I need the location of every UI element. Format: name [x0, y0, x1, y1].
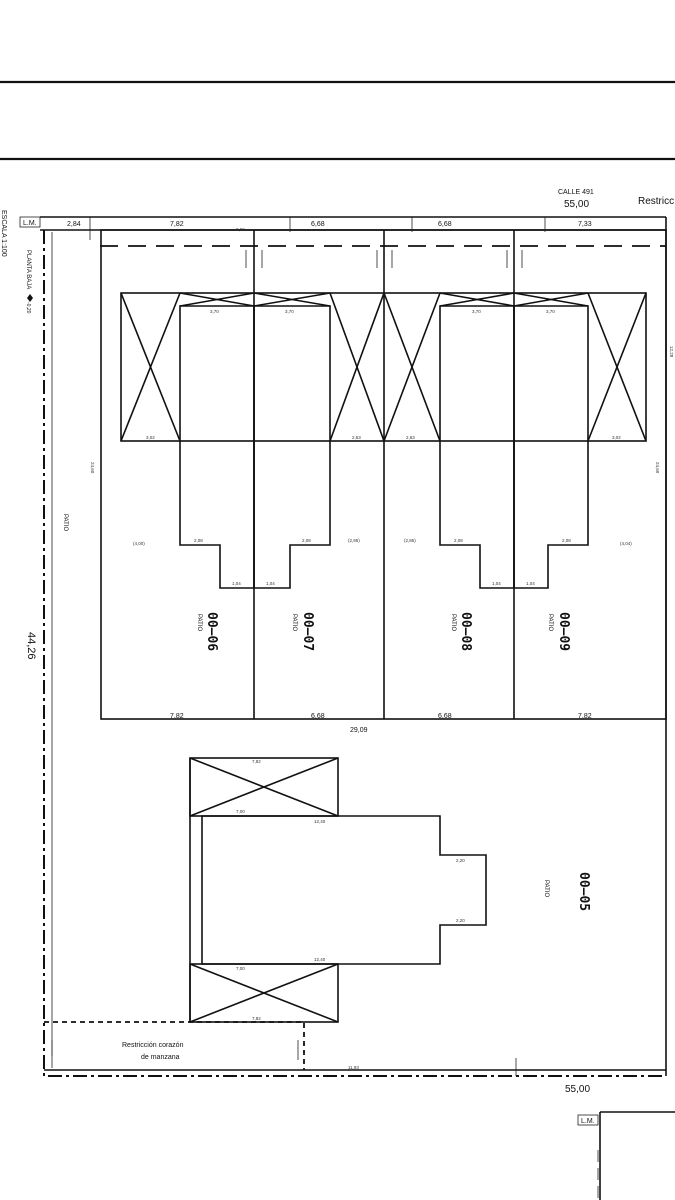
bottom-dimension: 55,00: [565, 1084, 590, 1095]
lot-07-id: 00–07: [300, 612, 315, 651]
dim-d1: 3,02: [146, 435, 155, 440]
street-restriction: Restricc: [638, 196, 674, 207]
lot-08-patio: PATIO: [450, 614, 456, 631]
dim-c4: 1,04: [526, 581, 535, 586]
lot-07-patio-group: PATIO: [291, 614, 297, 631]
dim-c1: 1,04: [232, 581, 241, 586]
lot-08-group: 00–08: [458, 612, 473, 651]
row-bottom-dim-1: 7,82: [170, 713, 184, 720]
dim-a2: 3,70: [285, 309, 294, 314]
svg-text:12,28: 12,28: [669, 346, 674, 358]
row-bottom-dim-5: 7,82: [578, 713, 592, 720]
dim-b3: 2,08: [454, 538, 463, 543]
big-patio-group: PATIO: [543, 880, 549, 897]
row-bottom-dim-3: 29,09: [350, 727, 368, 734]
big-dim-8: 2,20: [456, 918, 465, 923]
dim-a1: 3,70: [210, 309, 219, 314]
big-roof-bottom-cross-2: [189, 963, 339, 1023]
floor-label: PLANTA BAJA: [25, 250, 31, 289]
lot-09-patio-group: PATIO: [547, 614, 553, 631]
lot-08-patio-group: PATIO: [450, 614, 456, 631]
top-dim-1: 2,84: [67, 221, 81, 228]
big-dim-4: 7,00: [236, 966, 245, 971]
roof-crosses: [120, 292, 647, 442]
level-marker-icon: [27, 294, 33, 302]
left-patio: PATIO: [62, 514, 68, 531]
bottom-ticks: [51, 1040, 517, 1076]
big-dim-9: 11,93: [348, 1065, 359, 1070]
level-label: -0,20: [25, 302, 31, 314]
dim-a3: 3,70: [472, 309, 481, 314]
side-dim-3: (2,95): [348, 538, 360, 543]
house-09: [513, 305, 589, 589]
floor-label-group: PLANTA BAJA -0,20: [25, 250, 31, 314]
top-dim-3: 6,68: [311, 221, 325, 228]
dim-d2: 2,53: [352, 435, 361, 440]
big-roof-top-cross-2: [189, 757, 339, 817]
dim-a4: 3,70: [546, 309, 555, 314]
big-dim-5: 12,40: [314, 957, 326, 962]
lot-07-group: 00–07: [300, 612, 315, 651]
lot-06-patio-group: PATIO: [196, 614, 202, 631]
side-dim-4: (2,85): [404, 538, 416, 543]
left-dimension: 44,26: [25, 632, 37, 660]
svg-text:24,60: 24,60: [90, 462, 95, 474]
left-dim-group: 44,26: [25, 632, 37, 660]
lm-top-box: [19, 216, 41, 228]
svg-text:24,60: 24,60: [655, 462, 660, 474]
heart-restriction-2: de manzana: [141, 1054, 180, 1061]
lot-09-patio: PATIO: [547, 614, 553, 631]
big-lot-id: 00–05: [576, 872, 591, 911]
top-dim-5: 7,33: [578, 221, 592, 228]
top-dim-2: 7,82: [170, 221, 184, 228]
scale-label-group: ESCALA 1:100: [0, 210, 7, 257]
dim-c3: 1,04: [492, 581, 501, 586]
big-house: [201, 815, 487, 965]
dim-d4: 3,02: [612, 435, 621, 440]
lm-top-label: L.M.: [23, 220, 37, 227]
side-vdim-right: 24,60: [655, 462, 660, 474]
heart-restriction-line: [44, 1021, 305, 1070]
scale-label: ESCALA 1:100: [0, 210, 7, 257]
lm-bottom-label: L.M.: [581, 1118, 595, 1125]
side-dim-1: (4,00): [133, 541, 145, 546]
street-width: 55,00: [564, 199, 589, 210]
dim-c2: 1,04: [266, 581, 275, 586]
dim-b1: 2,08: [194, 538, 203, 543]
row-bottom-dim-4: 6,68: [438, 713, 452, 720]
top-dim-4: 6,68: [438, 221, 452, 228]
lot-08-id: 00–08: [458, 612, 473, 651]
lot-06-patio: PATIO: [196, 614, 202, 631]
lm-bottom-box: [577, 1114, 599, 1126]
side-vdim-left: 24,60: [90, 462, 95, 474]
left-patio-group: PATIO: [62, 514, 68, 531]
big-dim-2: 7,00: [236, 809, 245, 814]
lot-09-id: 00–09: [556, 612, 571, 651]
side-dim-2: (4,04): [620, 541, 632, 546]
big-dim-7: 2,20: [456, 858, 465, 863]
top-ticks: [89, 217, 546, 268]
big-dim-1: 7,82: [252, 759, 261, 764]
row-bottom-dim-2: 6,68: [311, 713, 325, 720]
dim-e1: 0,02: [236, 227, 245, 232]
house-08: [439, 305, 515, 589]
house-06: [179, 305, 255, 589]
big-dim-6: 7,82: [252, 1016, 261, 1021]
lot-09-group: 00–09: [556, 612, 571, 651]
house-07: [253, 305, 331, 589]
lot-07-patio: PATIO: [291, 614, 297, 631]
street-name: CALLE 491: [558, 189, 594, 196]
lot-06-id: 00–06: [204, 612, 219, 651]
dim-b2: 2,08: [302, 538, 311, 543]
property-boundary: [43, 230, 666, 1077]
big-dim-3: 12,40: [314, 819, 326, 824]
dim-b4: 2,08: [562, 538, 571, 543]
heart-restriction-1: Restricción corazón: [122, 1042, 184, 1049]
side-vdim-top: 12,28: [669, 346, 674, 358]
lot-06-group: 00–06: [204, 612, 219, 651]
big-lot-group: 00–05: [576, 872, 591, 911]
big-patio: PATIO: [543, 880, 549, 897]
dim-d3: 2,63: [406, 435, 415, 440]
